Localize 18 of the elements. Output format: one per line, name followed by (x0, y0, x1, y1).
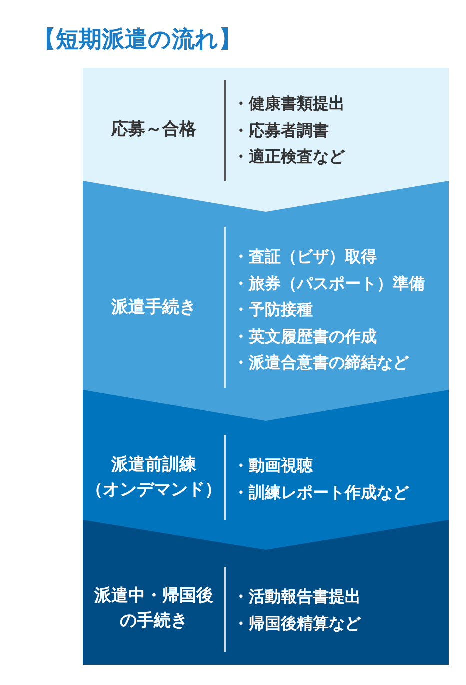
list-item: ・派遣合意書の締結など (233, 352, 409, 374)
list-item: ・旅券（パスポート）準備 (233, 272, 425, 294)
step-heading: 応募～合格 (112, 118, 196, 142)
list-item: ・予防接種 (233, 299, 313, 321)
list-item: ・適正検査など (233, 146, 345, 168)
list-item: ・査証（ビザ）取得 (233, 246, 377, 268)
chevron-step (83, 68, 449, 212)
step-heading: 派遣手続き (112, 296, 196, 320)
list-item: ・動画視聴 (233, 455, 313, 477)
list-item: ・帰国後精算など (233, 612, 361, 634)
step-heading: 派遣前訓練（オンデマンド） (85, 454, 223, 502)
list-item: ・活動報告書提出 (233, 586, 361, 608)
step-heading: 派遣中・帰国後の手続き (94, 585, 214, 633)
list-item: ・英文履歴書の作成 (233, 326, 377, 348)
list-item: ・健康書類提出 (233, 93, 345, 115)
list-item: ・訓練レポート作成など (233, 482, 409, 504)
title: 【短期派遣の流れ】 (33, 26, 242, 54)
list-item: ・応募者調書 (233, 120, 329, 142)
